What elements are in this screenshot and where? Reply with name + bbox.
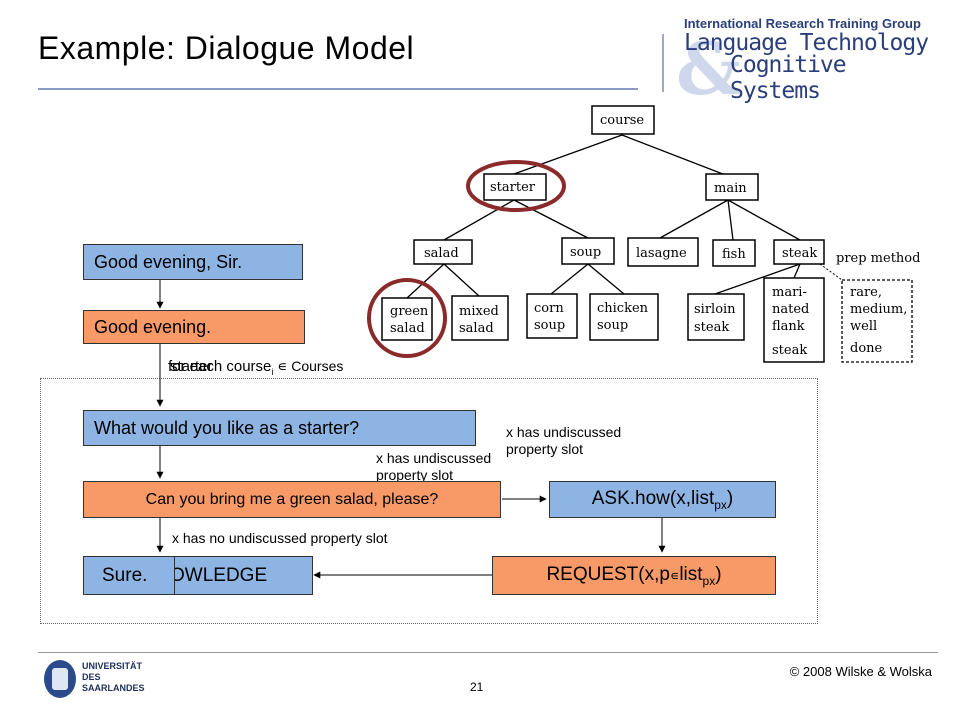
- tree-flank-l4: steak: [772, 343, 807, 358]
- starter-overlap-label: starter: [170, 358, 213, 375]
- tree-label-lasagne: lasagne: [636, 246, 687, 261]
- tree-corn-soup-l1: corn: [534, 301, 564, 316]
- tree-prep-l3: well: [850, 319, 877, 334]
- tree-sirloin-l1: sirloin: [694, 302, 736, 317]
- prep-options-box: [841, 279, 913, 363]
- system-greeting-text: Good evening, Sir.: [94, 251, 243, 272]
- tree-label-soup: soup: [570, 245, 601, 260]
- tree-label-fish: fish: [722, 247, 746, 262]
- page-number: 21: [470, 680, 484, 694]
- request-end: ): [715, 563, 722, 585]
- tree-prep-l1: rare,: [850, 285, 882, 300]
- ask-sub: px: [714, 497, 727, 512]
- tree-node-main: [705, 173, 759, 201]
- highlight-starter: [466, 160, 566, 212]
- sure-box: Sure.: [83, 556, 175, 595]
- tree-flank-l3: flank: [772, 319, 805, 334]
- footer-divider: [38, 652, 938, 653]
- acknowledge-text: OWLEDGE: [170, 564, 268, 586]
- university-name: UNIVERSITÄT DES SAARLANDES: [82, 661, 145, 694]
- logo-bar: [662, 34, 664, 92]
- tree-node-flank-steak: [763, 277, 825, 363]
- logo-line1: International Research Training Group: [684, 16, 921, 31]
- user-greeting-text: Good evening.: [94, 316, 212, 337]
- logo-line2: Language Technology: [684, 30, 929, 56]
- request-action-box: REQUEST(x,p∊listpx): [492, 556, 776, 595]
- tree-chicken-soup-l1: chicken: [597, 301, 649, 316]
- tree-prep-l4: done: [850, 341, 883, 356]
- university-logo: UNIVERSITÄT DES SAARLANDES: [44, 660, 164, 700]
- tree-label-salad: salad: [424, 246, 459, 261]
- logo-line3: Cognitive Systems: [730, 52, 847, 104]
- tree-node-starter: [483, 173, 547, 201]
- tree-node-soup: [561, 237, 615, 265]
- tree-mixed-salad-l2: salad: [459, 321, 494, 336]
- tree-node-lasagne: [627, 237, 699, 267]
- question-text: What would you like as a starter?: [94, 417, 360, 438]
- irtg-logo: & International Research Training Group …: [656, 14, 946, 111]
- slide-title: Example: Dialogue Model: [38, 30, 415, 66]
- loop-label-set: ∊ Courses: [273, 358, 344, 374]
- ask-action-box: ASK.how(x,listpx): [549, 481, 776, 518]
- ask-action-text: ASK.how(x,listpx): [592, 488, 734, 512]
- tree-node-fish: [712, 239, 756, 267]
- condition-mid-label: x has undiscussed property slot: [376, 450, 492, 482]
- tree-green-salad-l2: salad: [390, 321, 425, 336]
- answer-text: Can you bring me a green salad, please?: [145, 490, 439, 508]
- title-divider: [38, 88, 638, 90]
- tree-label-steak: steak: [782, 246, 817, 261]
- loop-label-text: for each course: [168, 358, 272, 375]
- loop-region: [40, 378, 818, 624]
- system-greeting-box: Good evening, Sir.: [83, 244, 303, 280]
- loop-label-sub: i: [271, 367, 274, 377]
- loop-label: for each coursei ∊ Courses: [168, 358, 343, 377]
- tree-node-mixed-salad: [451, 295, 509, 341]
- tree-label-course: course: [600, 113, 644, 128]
- request-main: REQUEST(x,p: [546, 563, 670, 585]
- tree-green-salad-l1: green: [390, 304, 429, 319]
- request-action-text: REQUEST(x,p∊listpx): [546, 564, 721, 588]
- tree-sirloin-l2: steak: [694, 320, 729, 335]
- tree-flank-l2: nated: [772, 302, 809, 317]
- sure-text: Sure.: [102, 564, 148, 586]
- tree-prep-l2: medium,: [850, 302, 907, 317]
- tree-node-salad: [413, 239, 473, 265]
- tree-node-steak: [773, 239, 825, 265]
- tree-node-sirloin-steak: [687, 293, 745, 341]
- ask-end: ): [726, 487, 734, 509]
- tree-node-corn-soup: [526, 293, 578, 339]
- university-name-l2: DES: [82, 672, 101, 682]
- tree-node-course: [591, 105, 655, 135]
- request-list: list: [679, 563, 703, 585]
- tree-node-green-salad: [381, 297, 433, 341]
- answer-box: Can you bring me a green salad, please?: [83, 481, 501, 518]
- tree-label-starter: starter: [490, 180, 536, 195]
- condition-right-label: x has undiscussed property slot: [506, 424, 622, 457]
- tree-node-chicken-soup: [589, 293, 659, 341]
- tree-flank-l1: mari-: [772, 285, 807, 300]
- condition-none-label: x has no undiscussed property slot: [172, 530, 388, 546]
- ask-main: ASK.how(x,list: [591, 487, 715, 509]
- logo-ampersand: &: [676, 26, 742, 111]
- tree-mixed-salad-l1: mixed: [459, 304, 499, 319]
- highlight-green-salad: [367, 278, 447, 358]
- tree-label-main: main: [714, 181, 747, 196]
- user-greeting-box: Good evening.: [83, 310, 305, 344]
- university-name-l1: UNIVERSITÄT: [82, 661, 143, 671]
- tree-chicken-soup-l2: soup: [597, 318, 628, 333]
- request-sym: ∊: [669, 567, 680, 583]
- university-name-l3: SAARLANDES: [82, 683, 145, 693]
- university-seal-icon: [44, 660, 76, 698]
- tree-corn-soup-l2: soup: [534, 318, 565, 333]
- request-sub: px: [702, 573, 716, 588]
- tree-label-prep-method: prep method: [836, 251, 920, 266]
- copyright: © 2008 Wilske & Wolska: [789, 664, 932, 679]
- question-box: What would you like as a starter?: [83, 410, 476, 446]
